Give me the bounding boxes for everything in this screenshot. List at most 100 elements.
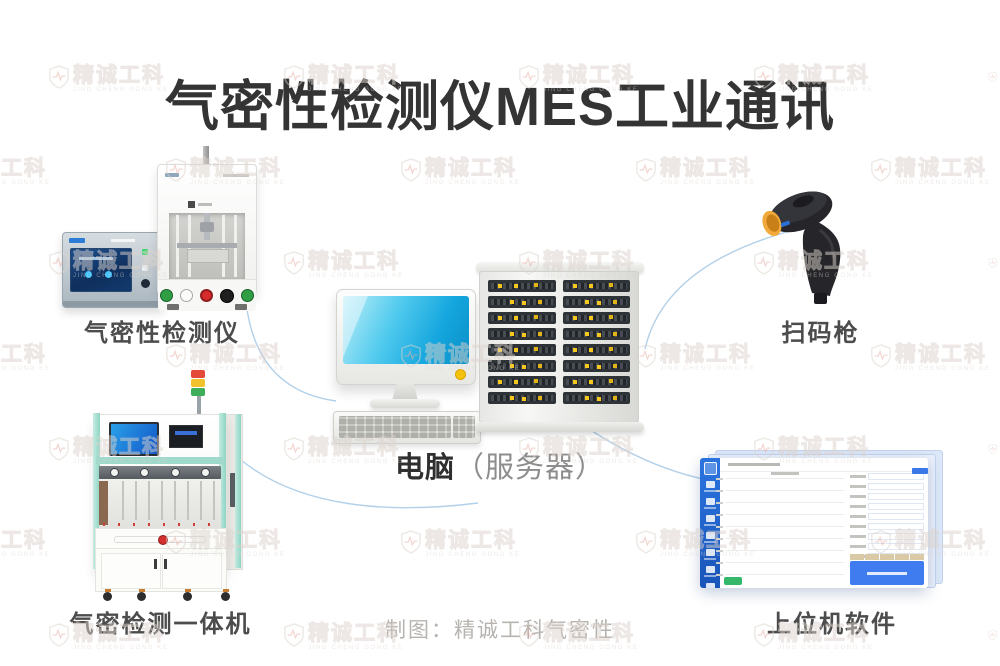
form-tab [910,554,924,560]
sidebar-menu-label [704,507,716,509]
label-computer-sub: （服务器） [455,452,606,484]
caster-wheel [221,589,230,601]
test-plate [187,249,229,263]
door-handle [154,559,157,569]
tester-press-fixture [157,146,257,311]
scanner-head [762,191,833,237]
scanner-cable-stub [814,293,827,304]
scanner-logo [780,220,790,227]
field-input-placeholder [868,483,924,490]
server-unit [562,360,630,372]
machine-test-chamber [99,479,221,528]
screen-text-line [79,257,113,260]
fixture-body [157,164,257,311]
computer [333,289,481,445]
caster-wheel [137,589,146,601]
server-unit [488,376,556,388]
door-handle [164,559,167,569]
teal-frame-column [219,413,226,569]
form-tab [865,554,879,560]
pressure-gauge [180,289,193,302]
sidebar-menu-label [704,558,716,560]
server-unit [562,392,630,404]
form-row [850,523,924,530]
software-main-window [700,458,928,588]
brand-logo-mark [69,238,85,243]
status-led-green [142,249,148,255]
sidebar-menu-icon [705,515,715,522]
sidebar-menu-label [704,524,716,526]
server-unit [562,376,630,388]
software-sidebar [700,458,720,588]
regulator-bar [99,466,221,479]
label-integrated-machine: 气密检测一体机 [69,611,252,638]
sidebar-menu-icon [705,481,715,488]
query-button [912,468,928,474]
field-input-placeholder [868,513,924,520]
power-knob [220,289,234,303]
chart-title-placeholder [771,472,799,475]
label-software: 上位机软件 [767,611,897,638]
server-unit [562,328,630,340]
field-label-placeholder [850,485,866,488]
field-input-placeholder [868,503,924,510]
field-input-placeholder [868,523,924,530]
emergency-stop-button [158,535,168,545]
software-header [720,458,928,472]
side-window [230,473,238,507]
form-row [850,483,924,490]
keyboard-keys [339,416,451,438]
qr-code-sticker [188,201,195,208]
serial-text-placeholder [198,203,212,206]
server-unit [562,296,630,308]
start-test-button [724,577,742,585]
keyboard [333,411,481,444]
monitor-power-button [455,369,466,380]
form-tab [880,554,894,560]
chamber-indicator-dots [103,523,217,526]
server-unit [488,312,556,324]
fixture-foot [167,304,179,310]
server-unit [488,328,556,340]
server-unit [562,280,630,292]
server-unit [488,296,556,308]
machine-cabinet [95,548,227,592]
sidebar-menu [700,481,720,588]
model-text-placeholder [223,174,249,177]
line-integrated-to-computer [240,459,479,509]
result-panel [850,561,924,585]
y-axis-ticks [716,478,723,576]
caster-wheel [103,589,112,601]
server-body [479,271,639,423]
sidebar-menu-icon [705,532,715,539]
fixture-top-rod [203,146,209,166]
server-column-right [562,280,630,414]
form-row [850,493,924,500]
server-unit [488,360,556,372]
field-label-placeholder [850,505,866,508]
tester-display-screen [70,248,132,292]
server-unit [562,344,630,356]
field-label-placeholder [850,515,866,518]
screen-glare [343,296,469,364]
form-tab-buttons [850,554,924,560]
monitor-base [370,399,440,408]
machine-control-screen [169,425,203,448]
server-unit [488,392,556,404]
sidebar-menu-label [704,541,716,543]
machine-hmi-screen [109,422,159,456]
regulator-knob [170,468,180,477]
line-tester-to-computer [245,301,337,402]
field-input-placeholder [868,543,924,550]
server-rack [476,262,644,432]
test-cylinders [111,481,219,520]
sidebar-menu-label [704,490,716,492]
form-row [850,503,924,510]
tester-control-box [62,232,164,308]
server-bottom-cap [476,422,644,432]
chamber-side-panel [99,481,108,525]
fixture-foot [235,304,247,310]
caster-wheel [183,589,192,601]
status-led-white [142,265,148,271]
